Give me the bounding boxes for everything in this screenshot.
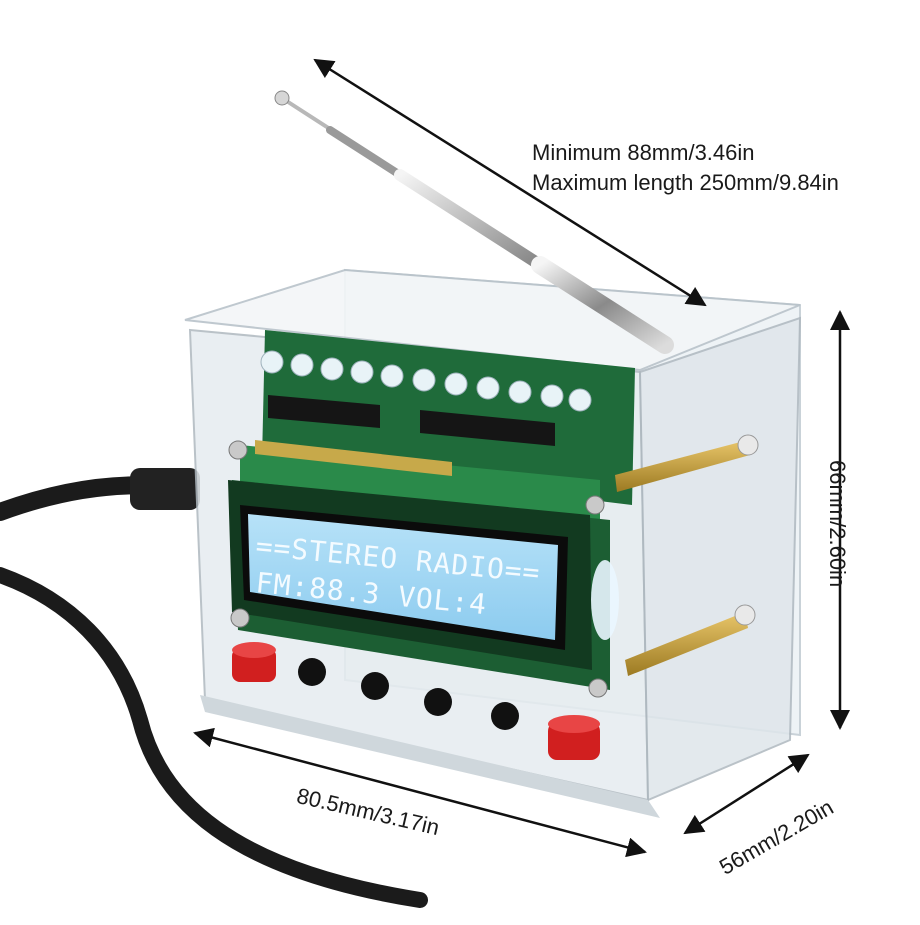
- height-label: 66mm/2.60in: [825, 460, 850, 588]
- antenna-length-arrow: [313, 58, 707, 307]
- brass-standoffs: [615, 434, 759, 676]
- pin-header: [255, 440, 452, 476]
- led-row: [260, 350, 592, 412]
- antenna-max-label: Maximum length 250mm/9.84in: [532, 170, 839, 195]
- control-knobs: [298, 658, 519, 730]
- screws: [228, 440, 608, 698]
- power-cable: [0, 468, 428, 908]
- lcd-module: [228, 480, 619, 670]
- width-arrow: [193, 727, 647, 858]
- chips: [268, 395, 555, 446]
- depth-arrow: [683, 753, 810, 835]
- antenna-min-label: Minimum 88mm/3.46in: [532, 140, 755, 165]
